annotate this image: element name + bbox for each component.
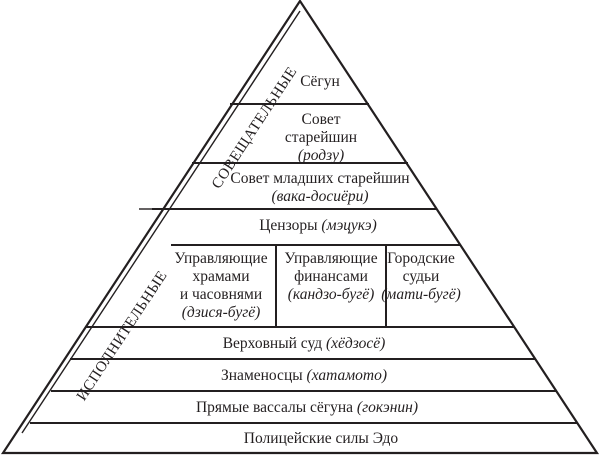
tier-elders: Совет старейшин (родзу) bbox=[285, 111, 357, 165]
tier-standard-bearers-name: Знаменосцы bbox=[221, 367, 303, 384]
tier-censors-name: Цензоры bbox=[259, 217, 318, 234]
pyramid-inner-edge bbox=[21, 10, 301, 434]
tier-standard-bearers: Знаменосцы (хатамото) bbox=[221, 367, 387, 385]
tier-direct-vassals-term: (гокэнин) bbox=[356, 399, 419, 416]
tier-city-judges-line1: Городские bbox=[387, 250, 455, 267]
tier-junior-elders-term: (вака-досиёри) bbox=[271, 188, 369, 205]
tier-edo-police-name: Полицейские силы Эдо bbox=[243, 430, 399, 447]
tier-censors: Цензоры (мэцукэ) bbox=[259, 217, 377, 235]
tier-city-judges-term: (мати-бугё) bbox=[381, 286, 461, 303]
tier-elders-line1: Совет bbox=[301, 111, 341, 128]
tier-elders-line2: старейшин bbox=[284, 129, 358, 146]
tier-supreme-court-term: (хёдзосё) bbox=[326, 335, 386, 352]
tier-supreme-court: Верховный суд (хёдзосё) bbox=[223, 335, 386, 353]
tier-direct-vassals-name: Прямые вассалы сёгуна bbox=[195, 399, 354, 416]
tier-city-judges-line2: судьи bbox=[402, 268, 440, 285]
tier-elders-term: (родзу) bbox=[297, 147, 345, 164]
tier-supreme-court-name: Верховный суд bbox=[222, 335, 323, 352]
tier-finance-line2: финансами bbox=[294, 268, 368, 285]
tier-finance-term: (кандзо-бугё) bbox=[287, 286, 375, 303]
tier-edo-police: Полицейские силы Эдо bbox=[244, 430, 398, 448]
tier-city-judges: Городские судьи (мати-бугё) bbox=[381, 250, 460, 304]
tier-temples-line1: Управляющие bbox=[174, 250, 268, 267]
tier-finance-line1: Управляющие bbox=[284, 250, 378, 267]
tier-shogun: Сёгун bbox=[300, 73, 340, 91]
tier-temples-line3: и часовнями bbox=[179, 286, 263, 303]
tier-junior-elders-name: Совет младших старейшин bbox=[230, 170, 410, 187]
tier-direct-vassals: Прямые вассалы сёгуна (гокэнин) bbox=[196, 399, 418, 417]
tier-standard-bearers-term: (хатамото) bbox=[306, 367, 387, 384]
tier-temples: Управляющие храмами и часовнями (дзися-б… bbox=[174, 250, 267, 322]
tier-censors-term: (мэцукэ) bbox=[321, 217, 377, 234]
tier-shogun-name: Сёгун bbox=[300, 73, 340, 90]
tier-temples-line2: храмами bbox=[192, 268, 250, 285]
tier-finance: Управляющие финансами (кандзо-бугё) bbox=[284, 250, 377, 304]
tier-junior-elders: Совет младших старейшин (вака-досиёри) bbox=[230, 170, 409, 206]
tier-temples-term: (дзися-бугё) bbox=[181, 304, 261, 321]
